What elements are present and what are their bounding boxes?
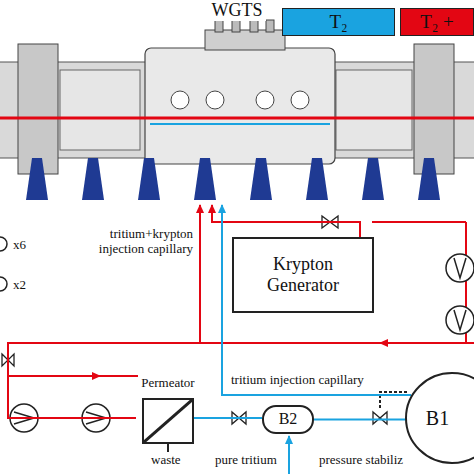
legend-swatch: T₂ +: [400, 8, 474, 36]
flow-label: pressure stabiliz: [318, 452, 404, 467]
node-text: Krypton Generator: [238, 254, 368, 295]
support-leg: [250, 158, 272, 200]
support-leg: [138, 158, 160, 200]
pipework: [8, 222, 474, 474]
support-legs: [26, 158, 440, 200]
node-text: B1: [426, 407, 449, 430]
process-box: Krypton Generator: [232, 237, 374, 313]
flow-label: pure tritium: [214, 452, 278, 467]
node-text: B2: [279, 410, 298, 428]
capillary-line: [194, 417, 262, 419]
legend-text: T₂ +: [420, 11, 454, 33]
support-leg: [26, 158, 48, 200]
support-leg: [194, 158, 216, 200]
membrane-line: [144, 400, 192, 442]
pipe-label: tritium injection capillary: [230, 372, 365, 387]
capillary-line: [314, 419, 407, 421]
legend-text: T₂: [329, 11, 347, 33]
multiplier-label: x6: [12, 237, 27, 252]
multiplier-label: x2: [12, 277, 27, 292]
support-leg: [82, 158, 104, 200]
legend-swatch: T₂: [282, 8, 395, 36]
cryostat-body: [0, 12, 474, 174]
buffer-vessel: B1: [405, 372, 474, 464]
pump-symbol: [0, 237, 474, 432]
capillary-line: [222, 205, 411, 395]
node-text: WGTS: [209, 0, 266, 21]
buffer-vessel: B2: [262, 405, 314, 434]
support-leg: [306, 158, 328, 200]
valve-symbol: [2, 216, 387, 424]
support-leg: [418, 158, 440, 200]
pipe-label: tritium+krypton injection capillary: [62, 226, 194, 256]
support-leg: [362, 158, 384, 200]
permeator-symbol: [142, 398, 194, 444]
flow-label: waste: [150, 452, 182, 467]
capillary-line: [212, 205, 360, 237]
node-text: Permeator: [116, 376, 220, 391]
permeator-box: Permeator: [136, 376, 200, 444]
